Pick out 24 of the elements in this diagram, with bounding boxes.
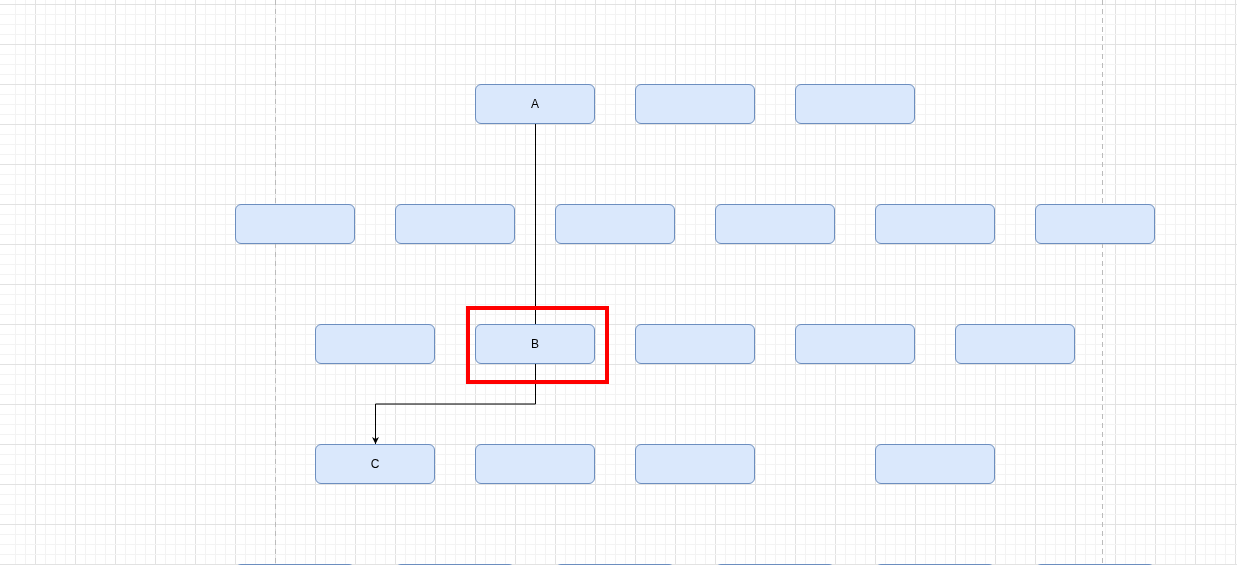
empty-box xyxy=(875,444,995,484)
highlight-frame xyxy=(466,306,609,384)
empty-box xyxy=(235,204,355,244)
empty-box xyxy=(955,324,1075,364)
empty-box xyxy=(315,324,435,364)
process-box xyxy=(475,84,595,124)
arrow xyxy=(372,363,536,445)
empty-box xyxy=(795,84,915,124)
empty-box xyxy=(395,204,515,244)
process-box xyxy=(315,444,435,484)
empty-box xyxy=(635,324,755,364)
node-label: C xyxy=(370,457,380,471)
empty-box xyxy=(635,444,755,484)
connector-line xyxy=(535,123,536,325)
empty-box xyxy=(715,204,835,244)
empty-box xyxy=(875,204,995,244)
empty-box xyxy=(1035,204,1155,244)
process-box xyxy=(475,324,595,364)
empty-box xyxy=(795,324,915,364)
empty-box xyxy=(635,84,755,124)
node-label: A xyxy=(531,97,539,111)
node-label: B xyxy=(531,337,539,351)
empty-box xyxy=(555,204,675,244)
empty-box xyxy=(475,444,595,484)
